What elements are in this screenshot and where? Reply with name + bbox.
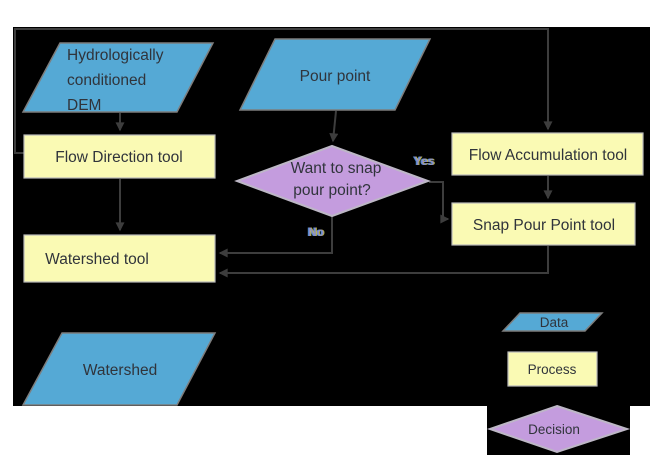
dem-label-line3: DEM: [67, 97, 101, 114]
flow-accumulation-box: [451, 132, 644, 176]
dem-label-line2: conditioned: [67, 72, 146, 89]
edge-pour-point-to-decision: [329, 110, 339, 143]
watershed-tool-box: [23, 234, 216, 283]
legend-process-label: Process: [528, 362, 577, 377]
pour-point-parallelogram: [238, 38, 432, 111]
flow-direction-box: [23, 134, 216, 179]
watershed-parallelogram: [21, 332, 217, 406]
decision-label-line2: pour point?: [293, 182, 371, 199]
legend-data-shape: [501, 312, 604, 332]
watershed-tool-label: Watershed tool: [45, 251, 149, 268]
edge-snap-pour-point-to-watershed-tool: [218, 246, 549, 278]
legend-process-shape: [507, 351, 598, 387]
no-edge-label: No: [308, 225, 324, 239]
legend-decision-label: Decision: [528, 422, 580, 437]
yes-edge-label: Yes: [414, 154, 435, 168]
edge-flow-direction-to-flow-accumulation: [14, 28, 553, 154]
legend-data-label: Data: [540, 315, 569, 330]
edge-decision-yes-to-snap-pour-point: [429, 181, 450, 224]
pour-point-label: Pour point: [300, 68, 371, 85]
dem-label-line1: Hydrologically: [67, 47, 164, 64]
decision-diamond: [234, 144, 431, 218]
flow-accumulation-label: Flow Accumulation tool: [469, 147, 628, 164]
flow-direction-label: Flow Direction tool: [55, 149, 183, 166]
snap-pour-point-box: [451, 202, 636, 246]
edge-decision-no-to-watershed-tool: [218, 217, 333, 258]
legend-decision-shape: [486, 404, 631, 454]
watershed-label: Watershed: [83, 362, 157, 379]
dem-parallelogram: [21, 42, 215, 113]
decision-label-line1: Want to snap: [291, 160, 382, 177]
snap-pour-point-label: Snap Pour Point tool: [473, 217, 615, 234]
